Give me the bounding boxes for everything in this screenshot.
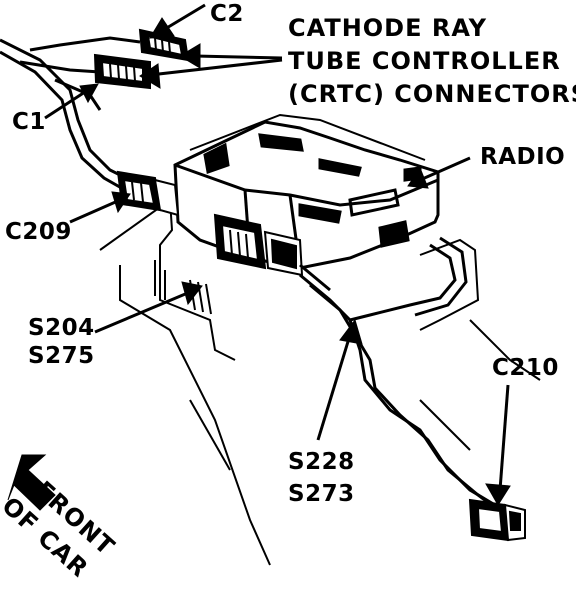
c209-label: C209 (5, 219, 72, 245)
crtc-connector-c1 (93, 53, 151, 90)
crtc-title: CATHODE RAY TUBE CONTROLLER (CRTC) CONNE… (288, 12, 576, 111)
dash-panel (99, 198, 541, 566)
pointer-arrows (7, 3, 511, 511)
c1-label: C1 (12, 109, 46, 135)
front-of-car-arrow-icon (7, 454, 56, 511)
c2-label: C2 (210, 1, 244, 27)
crtc-title-line-1: CATHODE RAY (288, 14, 487, 42)
c210-connector (468, 498, 526, 542)
s228-label: S228 (288, 449, 355, 475)
s273-label: S273 (288, 481, 355, 507)
wiring-diagram (0, 3, 541, 566)
s204-label: S204 (28, 315, 95, 341)
crtc-title-line-3: (CRTC) CONNECTORS (288, 80, 576, 108)
radio-label: RADIO (480, 144, 566, 170)
lower-harness (299, 236, 499, 512)
c210-label: C210 (492, 355, 559, 381)
crtc-title-line-2: TUBE CONTROLLER (288, 47, 561, 75)
s275-label: S275 (28, 343, 95, 369)
radio-unit (173, 113, 440, 270)
radio-rear-connectors (213, 213, 304, 277)
